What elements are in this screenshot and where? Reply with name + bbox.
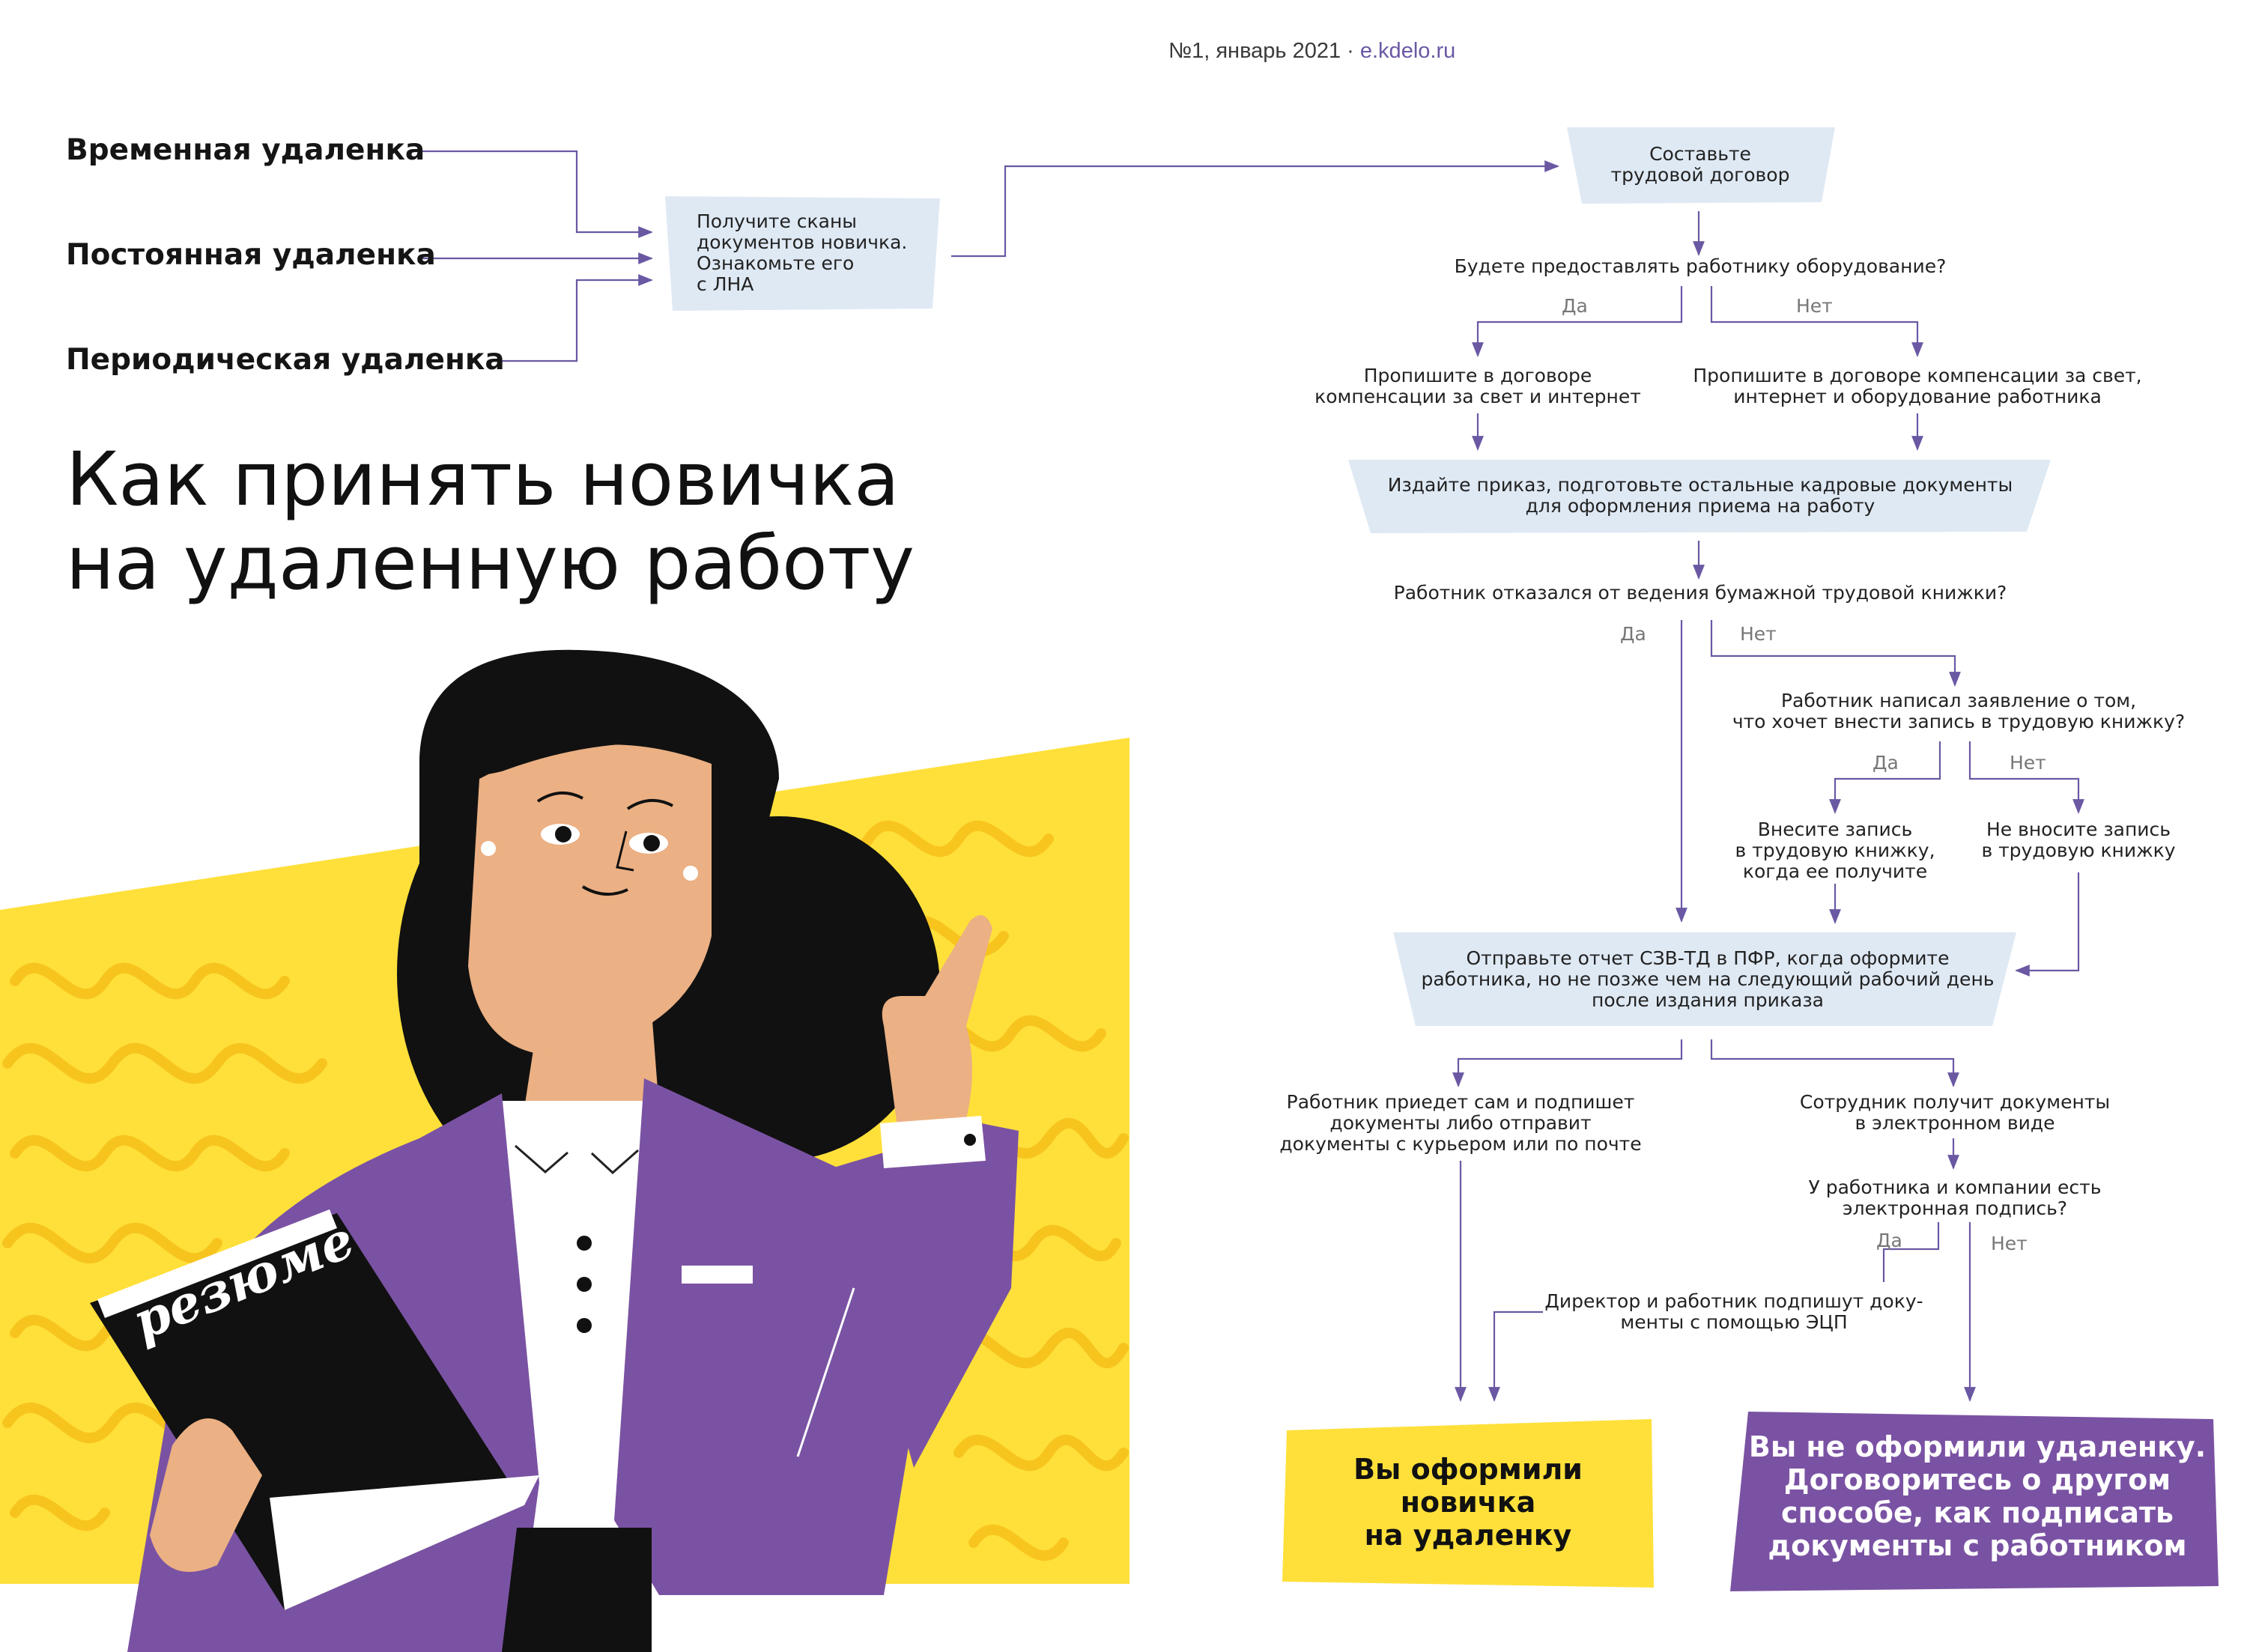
contract-box bbox=[1567, 127, 1835, 204]
node-in-person: Работник приедет сам и подпишет документ… bbox=[1279, 1091, 1642, 1155]
node-order: Издайте приказ, подготовьте остальные ка… bbox=[1387, 474, 2013, 517]
node-contract: Составьте трудовой договор bbox=[1610, 143, 1790, 186]
szv-box bbox=[1393, 932, 2016, 1026]
result-success: Вы оформили новичка на удаленку bbox=[1353, 1453, 1583, 1552]
result-failure: Вы не оформили удаленку. Договоритесь о … bbox=[1748, 1430, 2207, 1562]
question-signature: У работника и компании есть электронная … bbox=[1808, 1176, 2102, 1219]
edge-periodic bbox=[491, 274, 653, 362]
site-link[interactable]: e.kdelo.ru bbox=[1359, 39, 1456, 63]
node-make-entry: Внесите запись в трудовую книжку, когда … bbox=[1735, 819, 1935, 882]
label-no: Нет bbox=[2010, 752, 2046, 774]
question-equipment: Будете предоставлять работнику оборудова… bbox=[1454, 255, 1947, 277]
edge-scans-contract bbox=[951, 160, 1559, 258]
label-no: Нет bbox=[1796, 295, 1833, 317]
title-line-2: на удаленную работу bbox=[66, 520, 915, 607]
question-paper-book: Работник отказался от ведения бумажной т… bbox=[1393, 582, 2007, 604]
node-compensation-full: Пропишите в договоре компенсации за свет… bbox=[1693, 365, 2142, 407]
node-electronic: Сотрудник получит документы в электронно… bbox=[1799, 1091, 2111, 1134]
result-fail-box bbox=[1730, 1412, 2219, 1591]
result-ok-box bbox=[1282, 1419, 1654, 1588]
node-no-entry: Не вносите запись в трудовую книжку bbox=[1981, 819, 2176, 861]
issue-header: №1, январь 2021 · e.kdelo.ru bbox=[1168, 39, 1843, 64]
edge-temporary bbox=[419, 150, 653, 238]
label-no: Нет bbox=[1740, 623, 1777, 645]
scans-box bbox=[665, 196, 940, 311]
node-compensation-light: Пропишите в договоре компенсации за свет… bbox=[1314, 365, 1641, 407]
page-title: Как принять новичка на удаленную работу bbox=[66, 438, 1040, 606]
label-yes: Да bbox=[1872, 752, 1899, 774]
node-sign-ecp: Директор и работник подпишут доку- менты… bbox=[1544, 1290, 1923, 1333]
label-yes: Да bbox=[1562, 295, 1588, 317]
label-yes: Да bbox=[1876, 1230, 1902, 1251]
type-periodic: Периодическая удаленка bbox=[66, 343, 505, 377]
node-szv-report: Отправьте отчет СЗВ-ТД в ПФР, когда офор… bbox=[1421, 947, 1995, 1011]
label-yes: Да bbox=[1620, 623, 1646, 645]
question-application: Работник написал заявление о том, что хо… bbox=[1732, 690, 2186, 732]
type-permanent: Постоянная удаленка bbox=[66, 238, 436, 272]
face-icon bbox=[468, 744, 712, 1056]
order-box bbox=[1348, 460, 2051, 533]
node-scans: Получите сканы документов новичка. Ознак… bbox=[697, 210, 908, 295]
raised-hand-icon bbox=[882, 915, 992, 1146]
issue-label: №1, январь 2021 · bbox=[1168, 39, 1360, 63]
title-line-1: Как принять новичка bbox=[66, 437, 900, 523]
label-no: Нет bbox=[1991, 1233, 2028, 1254]
type-temporary: Временная удаленка bbox=[66, 133, 425, 167]
